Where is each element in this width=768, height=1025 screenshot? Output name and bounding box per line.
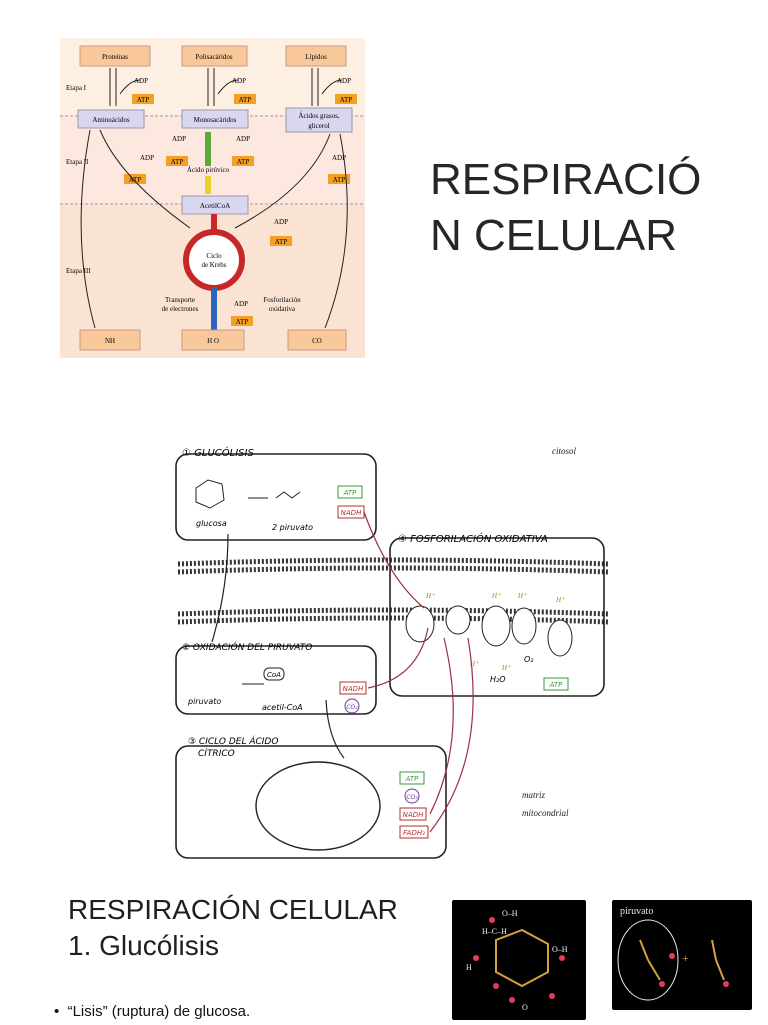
nadh-glucolisis: NADH xyxy=(341,509,362,517)
atp-9: ATP xyxy=(236,318,249,326)
metabolism-stages-figure: Etapa I Etapa II Etapa III Proteínas Pol… xyxy=(59,37,366,359)
svg-text:+: + xyxy=(682,951,689,965)
transport-label-1: Transporte xyxy=(165,296,195,304)
box-acetilcoa: AcetilCoA xyxy=(200,202,230,210)
section-title: RESPIRACIÓN CELULAR 1. Glucólisis xyxy=(68,892,398,964)
glucose-thumbnail: O–H H–C–H H O–H O xyxy=(452,900,586,1020)
krebs-label-2: de Krebs xyxy=(201,261,226,269)
label-glucosa: glucosa xyxy=(196,519,227,528)
thumb-piruvato-label: piruvato xyxy=(620,906,653,917)
adp-1: ADP xyxy=(134,77,148,85)
label-mitocondrial: mitocondrial xyxy=(522,808,569,818)
box-co2: CO xyxy=(312,337,322,345)
stage-2-label: Etapa II xyxy=(66,158,89,166)
nadh-oxidacion: NADH xyxy=(343,685,364,693)
box-h2o: H O xyxy=(207,337,219,345)
box-acidos-grasos: Ácidos grasos, xyxy=(298,112,339,120)
hplus-2: H⁺ xyxy=(491,592,502,600)
section-title-line-2: 1. Glucólisis xyxy=(68,930,219,961)
bullet-dot: • xyxy=(54,1003,68,1020)
label-acetilcoa: acetil-CoA xyxy=(262,703,303,712)
adp-4: ADP xyxy=(172,135,186,143)
co2-oxidacion: CO₂ xyxy=(346,704,358,711)
svg-text:O–H: O–H xyxy=(552,945,568,954)
hplus-5: H⁺ xyxy=(469,660,480,668)
hplus-4: H⁺ xyxy=(555,596,566,604)
atp-2: ATP xyxy=(239,96,252,104)
bullet-item-1: “Lisis” (ruptura) de glucosa. xyxy=(67,1003,251,1020)
fosforilacion-title: ④ FOSFORILACIÓN OXIDATIVA xyxy=(398,532,548,545)
atp-5: ATP xyxy=(237,158,250,166)
adp-8: ADP xyxy=(274,218,288,226)
h2o-label: H₂O xyxy=(490,675,506,684)
atp-3: ATP xyxy=(340,96,353,104)
co2-ciclo: CO₂ xyxy=(406,794,418,801)
atp-oxphos: ATP xyxy=(549,681,564,689)
transport-label-2: de electrones xyxy=(162,305,199,313)
nadh-ciclo: NADH xyxy=(403,811,424,819)
pyruvate-thumbnail: piruvato + xyxy=(612,900,752,1010)
oxidacion-title: ② OXIDACIÓN DEL PIRUVATO xyxy=(182,641,312,653)
adp-2: ADP xyxy=(232,77,246,85)
adp-7: ADP xyxy=(332,154,346,162)
glucose-sketch: O–H H–C–H H O–H O xyxy=(466,909,568,1012)
hplus-1: H⁺ xyxy=(425,592,436,600)
box-polisacaridos: Polisacáridos xyxy=(195,53,233,61)
acido-piruvico: Ácido pirúvico xyxy=(187,166,230,174)
slide-title-line-1: RESPIRACIÓ xyxy=(430,155,702,204)
coa-label: CoA xyxy=(267,671,281,679)
svg-text:H: H xyxy=(466,963,472,972)
stage-1-label: Etapa I xyxy=(66,84,87,92)
oxphos-label-1: Fosforilación xyxy=(263,296,301,304)
krebs-label-1: Ciclo xyxy=(206,252,222,260)
atp-8: ATP xyxy=(275,238,288,246)
respiration-sketch-figure: citosol matriz mitocondrial ① GLUCÓLISIS… xyxy=(168,438,618,863)
label-citosol: citosol xyxy=(552,446,576,456)
glucolisis-title: ① GLUCÓLISIS xyxy=(182,446,254,459)
atp-1: ATP xyxy=(137,96,150,104)
bullet-list: • “Lisis” (ruptura) de glucosa. xyxy=(54,1003,250,1020)
atp-glucolisis: ATP xyxy=(343,489,358,497)
adp-5: ADP xyxy=(236,135,250,143)
adp-9: ADP xyxy=(234,300,248,308)
box-aminoacidos: Aminoácidos xyxy=(92,116,130,124)
o2-label: O₂ xyxy=(524,655,534,664)
atp-4: ATP xyxy=(171,158,184,166)
ciclo-title-2: CÍTRICO xyxy=(198,747,235,759)
ciclo-title-1: ③ CICLO DEL ÁCIDO xyxy=(188,735,278,747)
svg-text:O–H: O–H xyxy=(502,909,518,918)
label-matriz: matriz xyxy=(522,790,546,800)
svg-text:O: O xyxy=(522,1003,528,1012)
svg-text:H–C–H: H–C–H xyxy=(482,927,507,936)
adp-6: ADP xyxy=(140,154,154,162)
oxphos-label-2: oxidativa xyxy=(269,305,296,313)
box-glicerol: glicerol xyxy=(308,122,329,130)
box-nh3: NH xyxy=(105,337,115,345)
metabolism-diagram: Etapa I Etapa II Etapa III Proteínas Pol… xyxy=(59,37,366,359)
label-piruvato: piruvato xyxy=(187,697,221,706)
section-title-line-1: RESPIRACIÓN CELULAR xyxy=(68,894,398,925)
atp-7: ATP xyxy=(333,176,346,184)
atp-ciclo: ATP xyxy=(405,775,420,783)
hplus-6: H⁺ xyxy=(501,664,512,672)
slide-title-line-2: N CELULAR xyxy=(430,211,677,260)
respiration-sketch: citosol matriz mitocondrial ① GLUCÓLISIS… xyxy=(175,446,609,859)
box-proteinas: Proteínas xyxy=(102,53,128,61)
atp-6: ATP xyxy=(129,176,142,184)
slide-title: RESPIRACIÓ N CELULAR xyxy=(430,152,740,264)
stage-3-label: Etapa III xyxy=(66,267,91,275)
label-2-piruvato: 2 piruvato xyxy=(272,523,313,532)
box-monosacaridos: Monosacáridos xyxy=(194,116,237,124)
pyruvate-sketch: piruvato + xyxy=(617,906,729,1001)
box-lipidos: Lípidos xyxy=(305,53,327,61)
fadh2-ciclo: FADH₂ xyxy=(403,829,425,837)
hplus-3: H⁺ xyxy=(517,592,528,600)
adp-3: ADP xyxy=(337,77,351,85)
